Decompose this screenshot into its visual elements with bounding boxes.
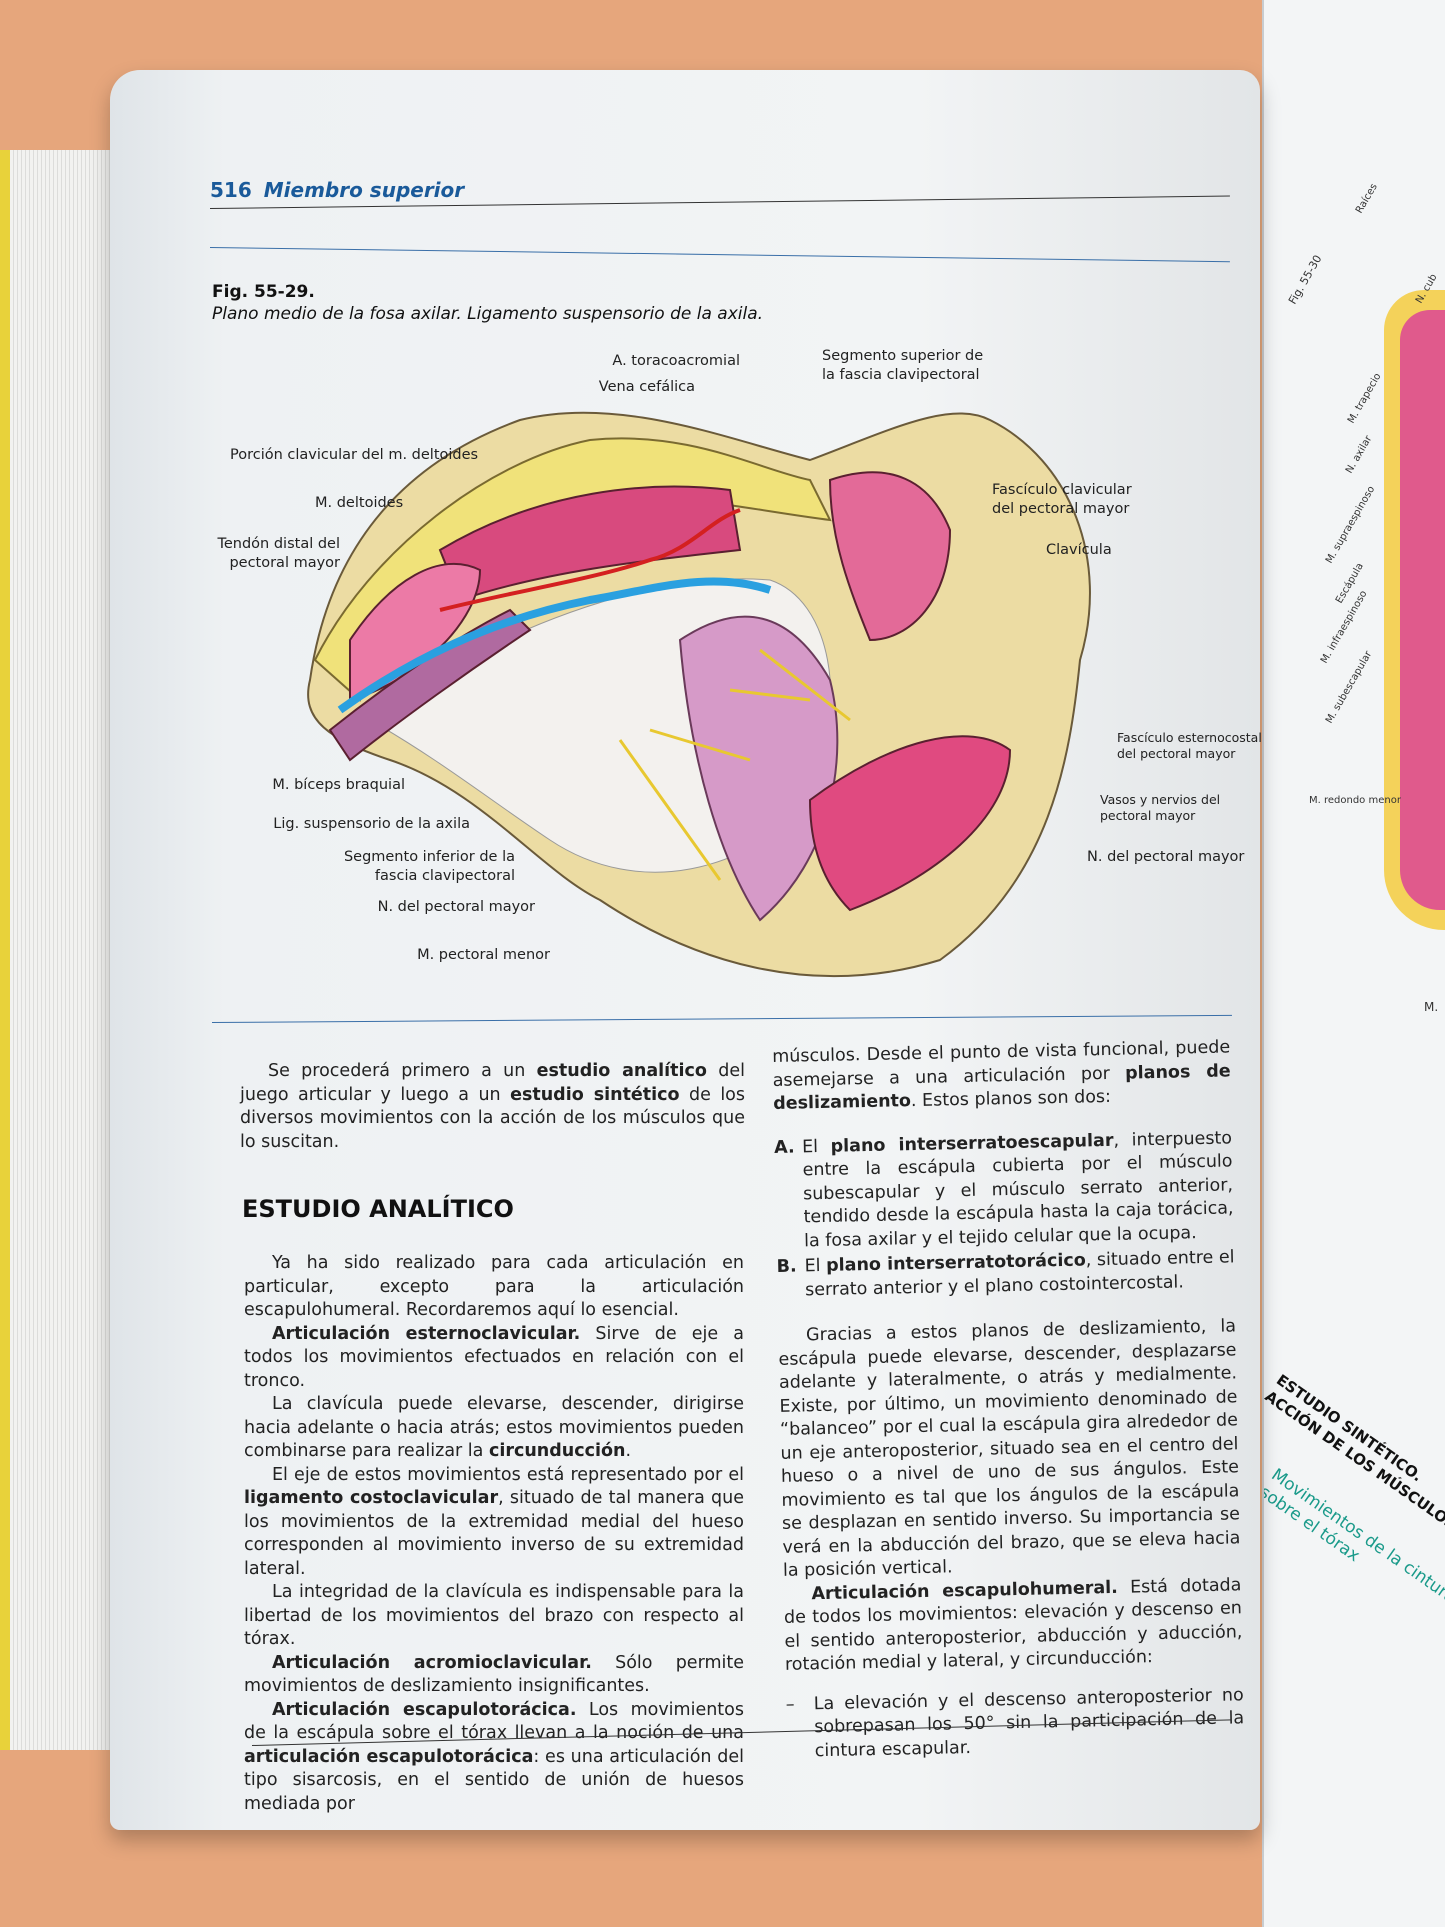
bold-term: Articulación escapulotorácica.	[272, 1699, 577, 1720]
section-title: Miembro superior	[263, 178, 465, 202]
deltoid-muscle	[438, 485, 742, 602]
biceps	[328, 608, 532, 762]
paragraph: Gracias a estos planos de deslizamiento,…	[778, 1316, 1241, 1581]
label-fasciculo-clavicular: Fascículo clavicular del pectoral mayor	[992, 481, 1132, 519]
thoracoacromial-artery	[439, 508, 741, 612]
list-item: B.El plano interserratotorácico, situado…	[776, 1246, 1235, 1303]
bold-term: articulación escapulotorácica	[244, 1746, 534, 1767]
right-page: Fig. 55-30 Raíces N. cub M. trapecio N. …	[1262, 0, 1445, 1927]
text: . Estos planos son dos:	[910, 1086, 1112, 1112]
label-line: Vasos y nervios del	[1100, 792, 1221, 807]
dash-item: –La elevación y el descenso anteroposter…	[786, 1684, 1245, 1764]
text: La clavícula puede elevarse, descender, …	[244, 1394, 744, 1461]
bold-term: plano interserratotorácico	[825, 1250, 1086, 1276]
label-tendon-distal: Tendón distal del pectoral mayor	[217, 535, 340, 573]
bold-term: Articulación acromioclavicular.	[272, 1652, 592, 1673]
text: Sirve de eje a todos los movimientos efe…	[244, 1323, 744, 1391]
page-number: 516	[210, 178, 252, 202]
section-heading: ESTUDIO ANALÍTICO	[242, 1195, 514, 1223]
pectoralis-clavicular	[828, 471, 952, 642]
label-line: Tendón distal del	[217, 536, 340, 552]
label-line: del pectoral mayor	[1117, 746, 1236, 761]
right-label: Raíces	[1354, 181, 1380, 216]
dash-bullet: –	[785, 1694, 795, 1715]
right-label: M. trapecio	[1346, 371, 1384, 426]
text: Se procederá primero a un	[268, 1061, 537, 1081]
text: El eje de estos movimientos está represe…	[272, 1464, 744, 1485]
label-segmento-inferior: Segmento inferior de la fascia clavipecto…	[344, 848, 515, 886]
text: de los diversos movimientos con la acció…	[240, 1084, 746, 1152]
figure-caption-text: Plano medio de la fosa axilar. Ligamento…	[212, 304, 764, 324]
bold-term: estudio analítico	[536, 1061, 707, 1081]
paragraph: El eje de estos movimientos está represe…	[244, 1464, 744, 1582]
text: : es una articulación del tipo sisarcosi…	[244, 1746, 744, 1814]
paragraph: La integridad de la clavícula es indispe…	[244, 1582, 744, 1649]
label-line: Fascículo esternocostal	[1117, 730, 1262, 745]
label-segmento-superior: Segmento superior de la fascia clavipecto…	[822, 347, 983, 385]
label-n-pectoral-mayor-left: N. del pectoral mayor	[377, 899, 535, 915]
bold-term: estudio sintético	[510, 1084, 680, 1105]
bold-term: circunducción	[488, 1441, 626, 1461]
right-label: N. axilar	[1344, 433, 1375, 476]
left-column-body: Ya ha sido realizado para cada articulac…	[244, 1252, 744, 1816]
list-item: A.El plano interserratoescapular, interp…	[774, 1127, 1234, 1254]
text: , situado de tal manera que los movimien…	[244, 1488, 745, 1579]
pectoralis-sternocostal	[808, 735, 1012, 912]
intro-paragraph: Se procederá primero a un estudio analít…	[240, 1060, 745, 1154]
right-label: M. subescapular	[1324, 649, 1375, 726]
label-line: Segmento inferior de la	[343, 849, 515, 865]
label-line: Segmento superior de	[822, 348, 984, 364]
label-line: del pectoral mayor	[992, 501, 1130, 517]
bold-term: plano interserratoescapular	[830, 1130, 1114, 1157]
text: del juego articular y luego a un	[240, 1061, 745, 1105]
figure-caption: Fig. 55-29. Plano medio de la fosa axila…	[212, 282, 763, 324]
figure-number: Fig. 55-29.	[212, 282, 315, 302]
label-line: Fascículo clavicular	[992, 482, 1132, 498]
label-lig-suspensorio: Lig. suspensorio de la axila	[273, 816, 470, 832]
label-vena-cefalica: Vena cefálica	[598, 379, 695, 395]
text: La elevación y el descenso anteroposteri…	[813, 1684, 1245, 1761]
paragraph: Articulación escapulotorácica. Los movim…	[244, 1699, 744, 1817]
nerves	[618, 648, 851, 881]
label-n-pectoral-mayor-right: N. del pectoral mayor	[1087, 849, 1245, 865]
right-fig-number: Fig. 55-30	[1286, 252, 1325, 307]
paragraph: músculos. Desde el punto de vista funcio…	[772, 1036, 1231, 1116]
label-toracoacromial: A. toracoacromial	[612, 353, 740, 369]
label-line: pectoral mayor	[229, 555, 340, 571]
right-column-body: músculos. Desde el punto de vista funcio…	[772, 1036, 1245, 1763]
anatomy-illustration	[307, 411, 1091, 978]
right-label: M. redondo menor	[1309, 795, 1401, 806]
list-key: B.	[776, 1256, 797, 1277]
paragraph: Ya ha sido realizado para cada articulac…	[244, 1253, 744, 1320]
paragraph: Articulación acromioclavicular. Sólo per…	[244, 1652, 744, 1699]
label-porcion-clavicular: Porción clavicular del m. deltoides	[230, 447, 479, 463]
paragraph: La clavícula puede elevarse, descender, …	[244, 1393, 744, 1464]
paragraph: Articulación esternoclavicular. Sirve de…	[244, 1323, 744, 1394]
text: .	[625, 1441, 632, 1461]
label-line: fascia clavipectoral	[374, 868, 515, 884]
text: El	[801, 1136, 831, 1157]
label-clavicula: Clavícula	[1046, 542, 1112, 558]
text: Los movimientos de la escápula sobre el …	[244, 1699, 744, 1744]
right-figure	[1384, 290, 1445, 930]
bold-term: ligamento costoclavicular	[244, 1488, 499, 1508]
text: Sólo permite movimientos de deslizamient…	[244, 1652, 745, 1697]
right-label: M.	[1424, 1000, 1439, 1014]
label-biceps: M. bíceps braquial	[272, 777, 405, 793]
right-label: M. supraespinoso	[1324, 484, 1378, 566]
bold-term: Articulación esternoclavicular.	[272, 1323, 581, 1344]
text: El	[804, 1255, 827, 1277]
running-header: 516 Miembro superior	[210, 178, 464, 202]
label-line: pectoral mayor	[1100, 808, 1196, 823]
paragraph: Articulación escapulohumeral. Está dotad…	[783, 1574, 1243, 1678]
left-page	[110, 70, 1260, 1830]
label-pectoral-menor: M. pectoral menor	[417, 947, 550, 963]
list-key: A.	[773, 1137, 795, 1158]
label-deltoides: M. deltoides	[315, 495, 404, 511]
label-line: la fascia clavipectoral	[822, 367, 980, 383]
cephalic-vein	[337, 577, 772, 714]
bold-term: Articulación escapulohumeral.	[811, 1577, 1119, 1604]
